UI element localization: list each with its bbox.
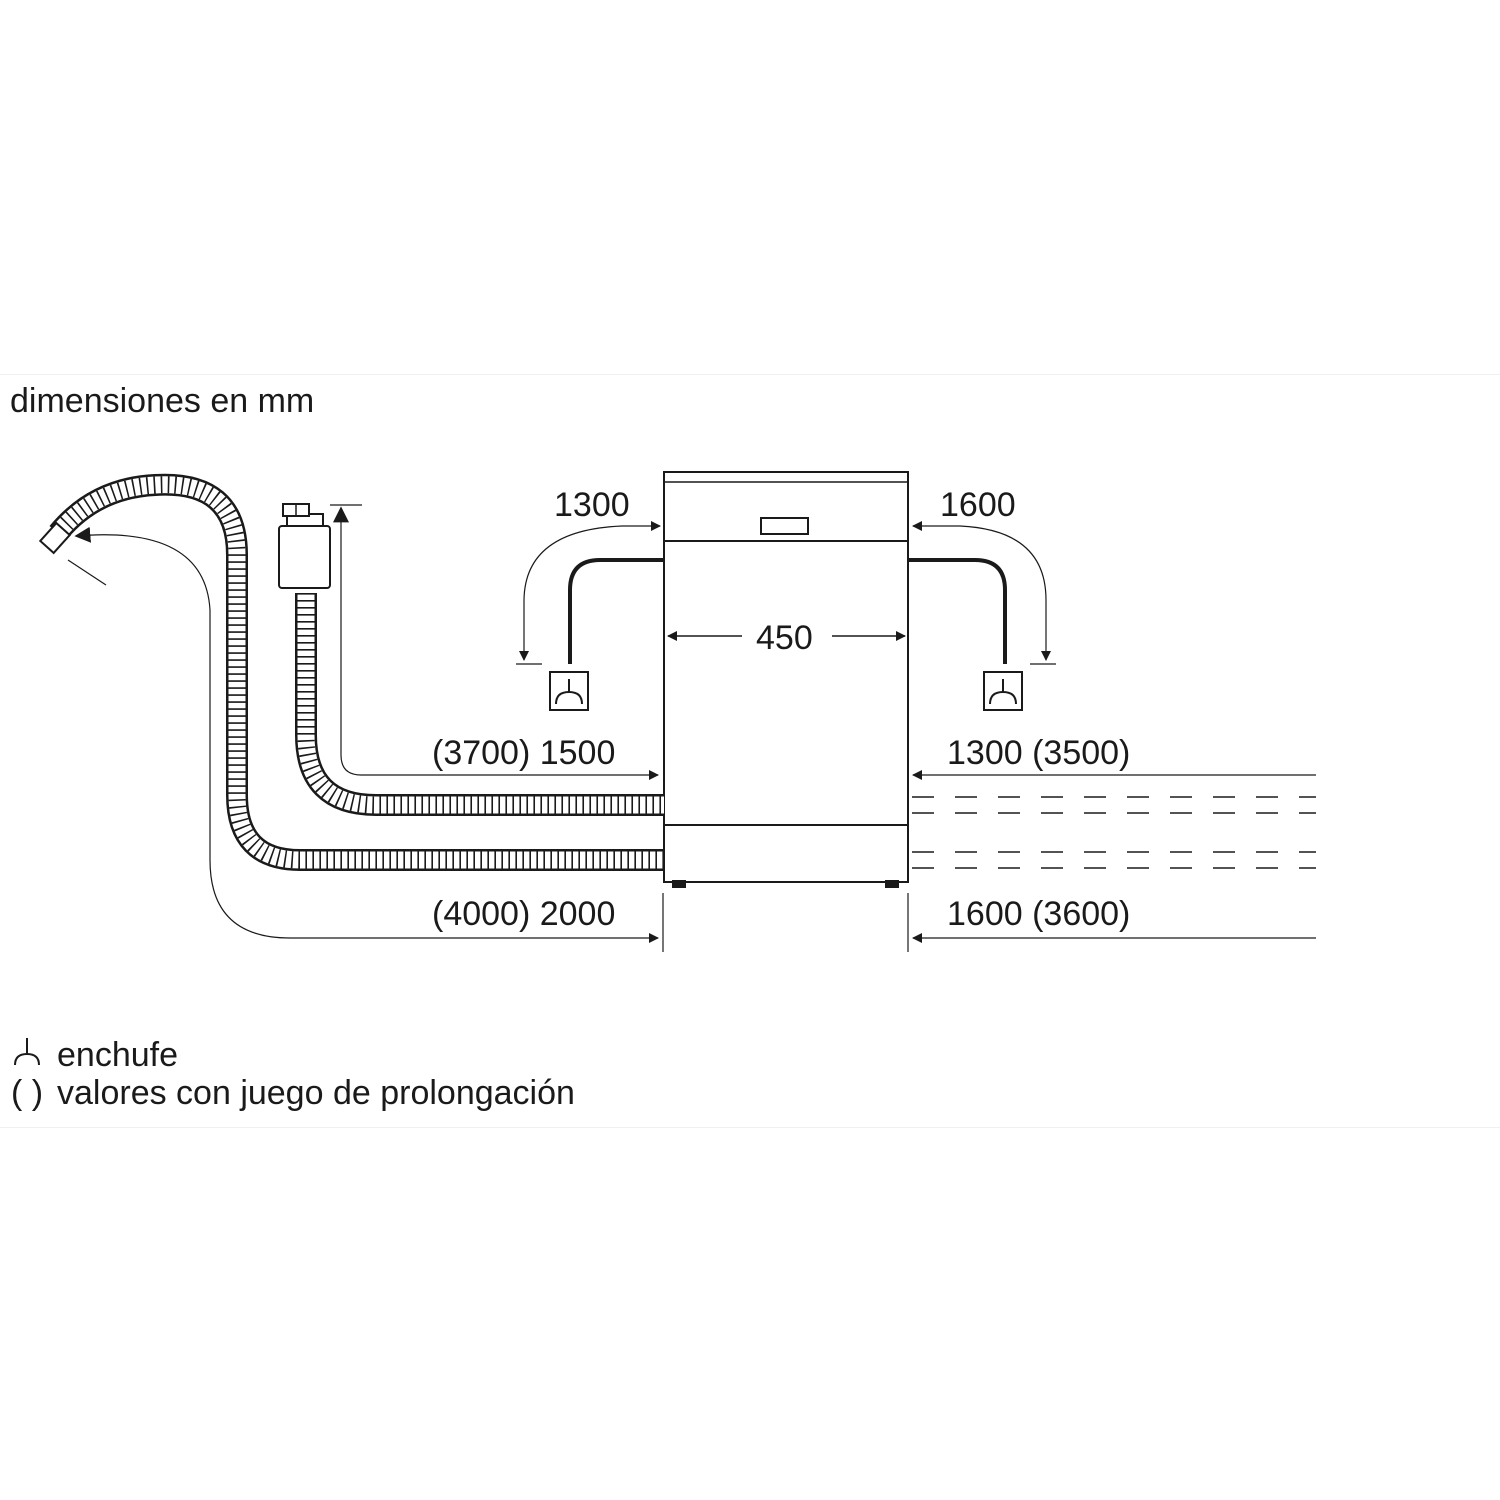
aquastop-valve [278,525,331,589]
cable-left-label: 1300 [554,486,630,524]
power-cable-left [568,558,664,664]
plug-socket-icon-left [549,671,589,711]
dishwasher-body [663,471,909,888]
plug-socket-icon-right [983,671,1023,711]
legend-parentheses-symbol: ( ) [11,1074,44,1112]
extension-hoses [912,796,1316,869]
legend-parentheses-label: valores con juego de prolongación [57,1074,575,1112]
drain-hose-left-label: (4000) 2000 [432,895,616,933]
drain-hose-end [38,521,72,555]
drain-hose-dimension [74,526,1316,952]
width-label: 450 [756,619,813,657]
legend-plug-label: enchufe [57,1036,178,1074]
inlet-hose-left-label: (3700) 1500 [432,734,616,772]
foot-right [885,880,899,888]
foot-left [672,880,686,888]
control-display [760,517,809,535]
power-cable-right [908,558,1007,664]
plug-icon [14,1038,40,1066]
cable-right-label: 1600 [940,486,1016,524]
inlet-hose-right-label: 1300 (3500) [947,734,1131,772]
cable-right-dimension [912,521,1056,665]
drain-hose-right-label: 1600 (3600) [947,895,1131,933]
cable-left-dimension [516,521,661,665]
units-note: dimensiones en mm [10,382,315,420]
